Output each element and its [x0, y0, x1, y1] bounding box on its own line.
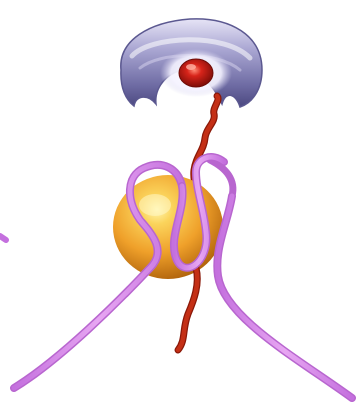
pink-strand-fragment — [0, 236, 6, 240]
red-strand-lower — [178, 268, 197, 350]
red-knob — [160, 49, 232, 97]
pink-strand — [14, 157, 352, 398]
pink-strand-back — [210, 160, 233, 196]
